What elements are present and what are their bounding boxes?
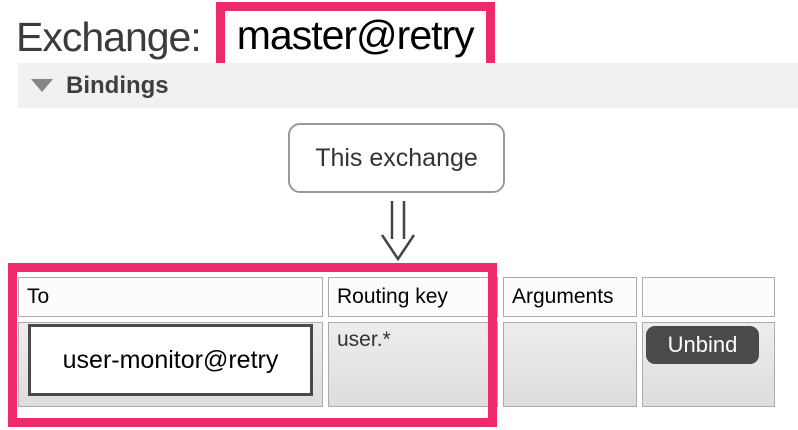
column-header-actions bbox=[642, 277, 775, 317]
column-header-to: To bbox=[18, 277, 323, 317]
exchange-name-highlight: master@retry bbox=[215, 2, 495, 73]
double-down-arrow-icon bbox=[376, 200, 420, 262]
bindings-section-header[interactable]: Bindings bbox=[18, 63, 798, 108]
column-header-arguments: Arguments bbox=[503, 277, 637, 317]
bindings-section-label: Bindings bbox=[66, 71, 169, 99]
this-exchange-node-label: This exchange bbox=[315, 143, 478, 172]
table-row-action-cell: Unbind bbox=[642, 322, 775, 407]
page-title: Exchange: master@retry bbox=[16, 2, 495, 73]
table-row-to-cell: user-monitor@retry bbox=[18, 322, 323, 407]
bindings-table: To Routing key Arguments user-monitor@re… bbox=[18, 277, 775, 407]
unbind-button[interactable]: Unbind bbox=[646, 326, 759, 364]
this-exchange-node: This exchange bbox=[288, 123, 505, 193]
table-row-arguments-cell bbox=[503, 322, 637, 407]
queue-link[interactable]: user-monitor@retry bbox=[28, 324, 313, 396]
column-header-routing-key: Routing key bbox=[328, 277, 498, 317]
triangle-down-icon bbox=[31, 79, 53, 92]
page-title-label: Exchange: bbox=[16, 14, 202, 60]
table-row-routing-key-cell: user.* bbox=[328, 322, 498, 407]
